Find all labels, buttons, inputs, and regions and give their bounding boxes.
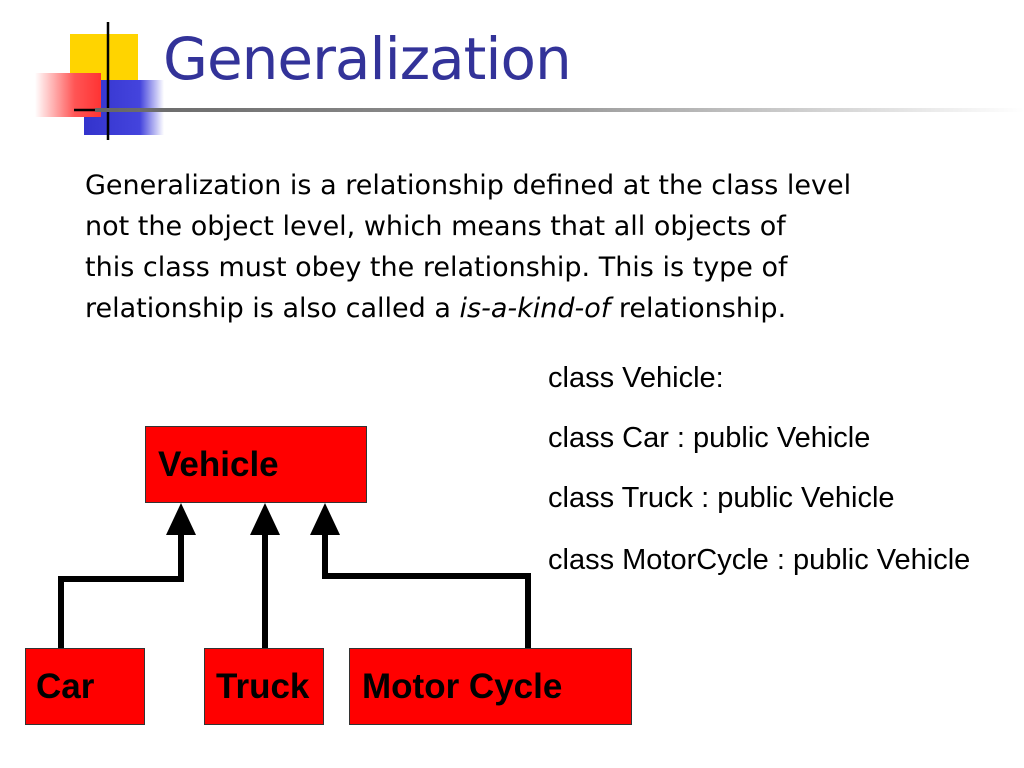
- code-line-vehicle: class Vehicle:: [548, 362, 724, 394]
- title-underline: [95, 108, 1024, 112]
- code-line-car: class Car : public Vehicle: [548, 422, 871, 454]
- paragraph-line-4-end: relationship.: [610, 293, 787, 324]
- slide-logo-decoration: [35, 22, 164, 140]
- paragraph-line-1: Generalization is a relationship defined…: [85, 170, 852, 201]
- truck-class-label: Truck: [216, 666, 310, 706]
- motorcycle-to-vehicle-line: [322, 532, 531, 650]
- motorcycle-arrowhead: [310, 503, 340, 535]
- vehicle-class-box: Vehicle: [145, 426, 367, 503]
- is-a-kind-of-term: is-a-kind-of: [459, 293, 611, 324]
- car-class-label: Car: [36, 666, 95, 706]
- motorcycle-class-label: Motor Cycle: [362, 666, 563, 706]
- paragraph-line-4: relationship is also called a is-a-kind-…: [85, 288, 985, 329]
- vehicle-class-label: Vehicle: [158, 444, 279, 484]
- code-line-motorcycle: class MotorCycle : public Vehicle: [548, 544, 971, 576]
- motorcycle-class-box: Motor Cycle: [349, 648, 632, 725]
- paragraph-line-4-start: relationship is also called a: [85, 293, 460, 324]
- paragraph-line-3: this class must obey the relationship. T…: [85, 252, 788, 283]
- description-paragraph: Generalization is a relationship defined…: [85, 165, 985, 329]
- truck-arrowhead: [250, 503, 280, 535]
- car-class-box: Car: [25, 648, 145, 725]
- car-to-vehicle-line: [58, 532, 184, 658]
- paragraph-line-2: not the object level, which means that a…: [85, 211, 786, 242]
- car-arrowhead: [166, 503, 196, 535]
- code-line-truck: class Truck : public Vehicle: [548, 482, 895, 514]
- truck-class-box: Truck: [204, 648, 324, 725]
- slide-title: Generalization: [163, 25, 572, 93]
